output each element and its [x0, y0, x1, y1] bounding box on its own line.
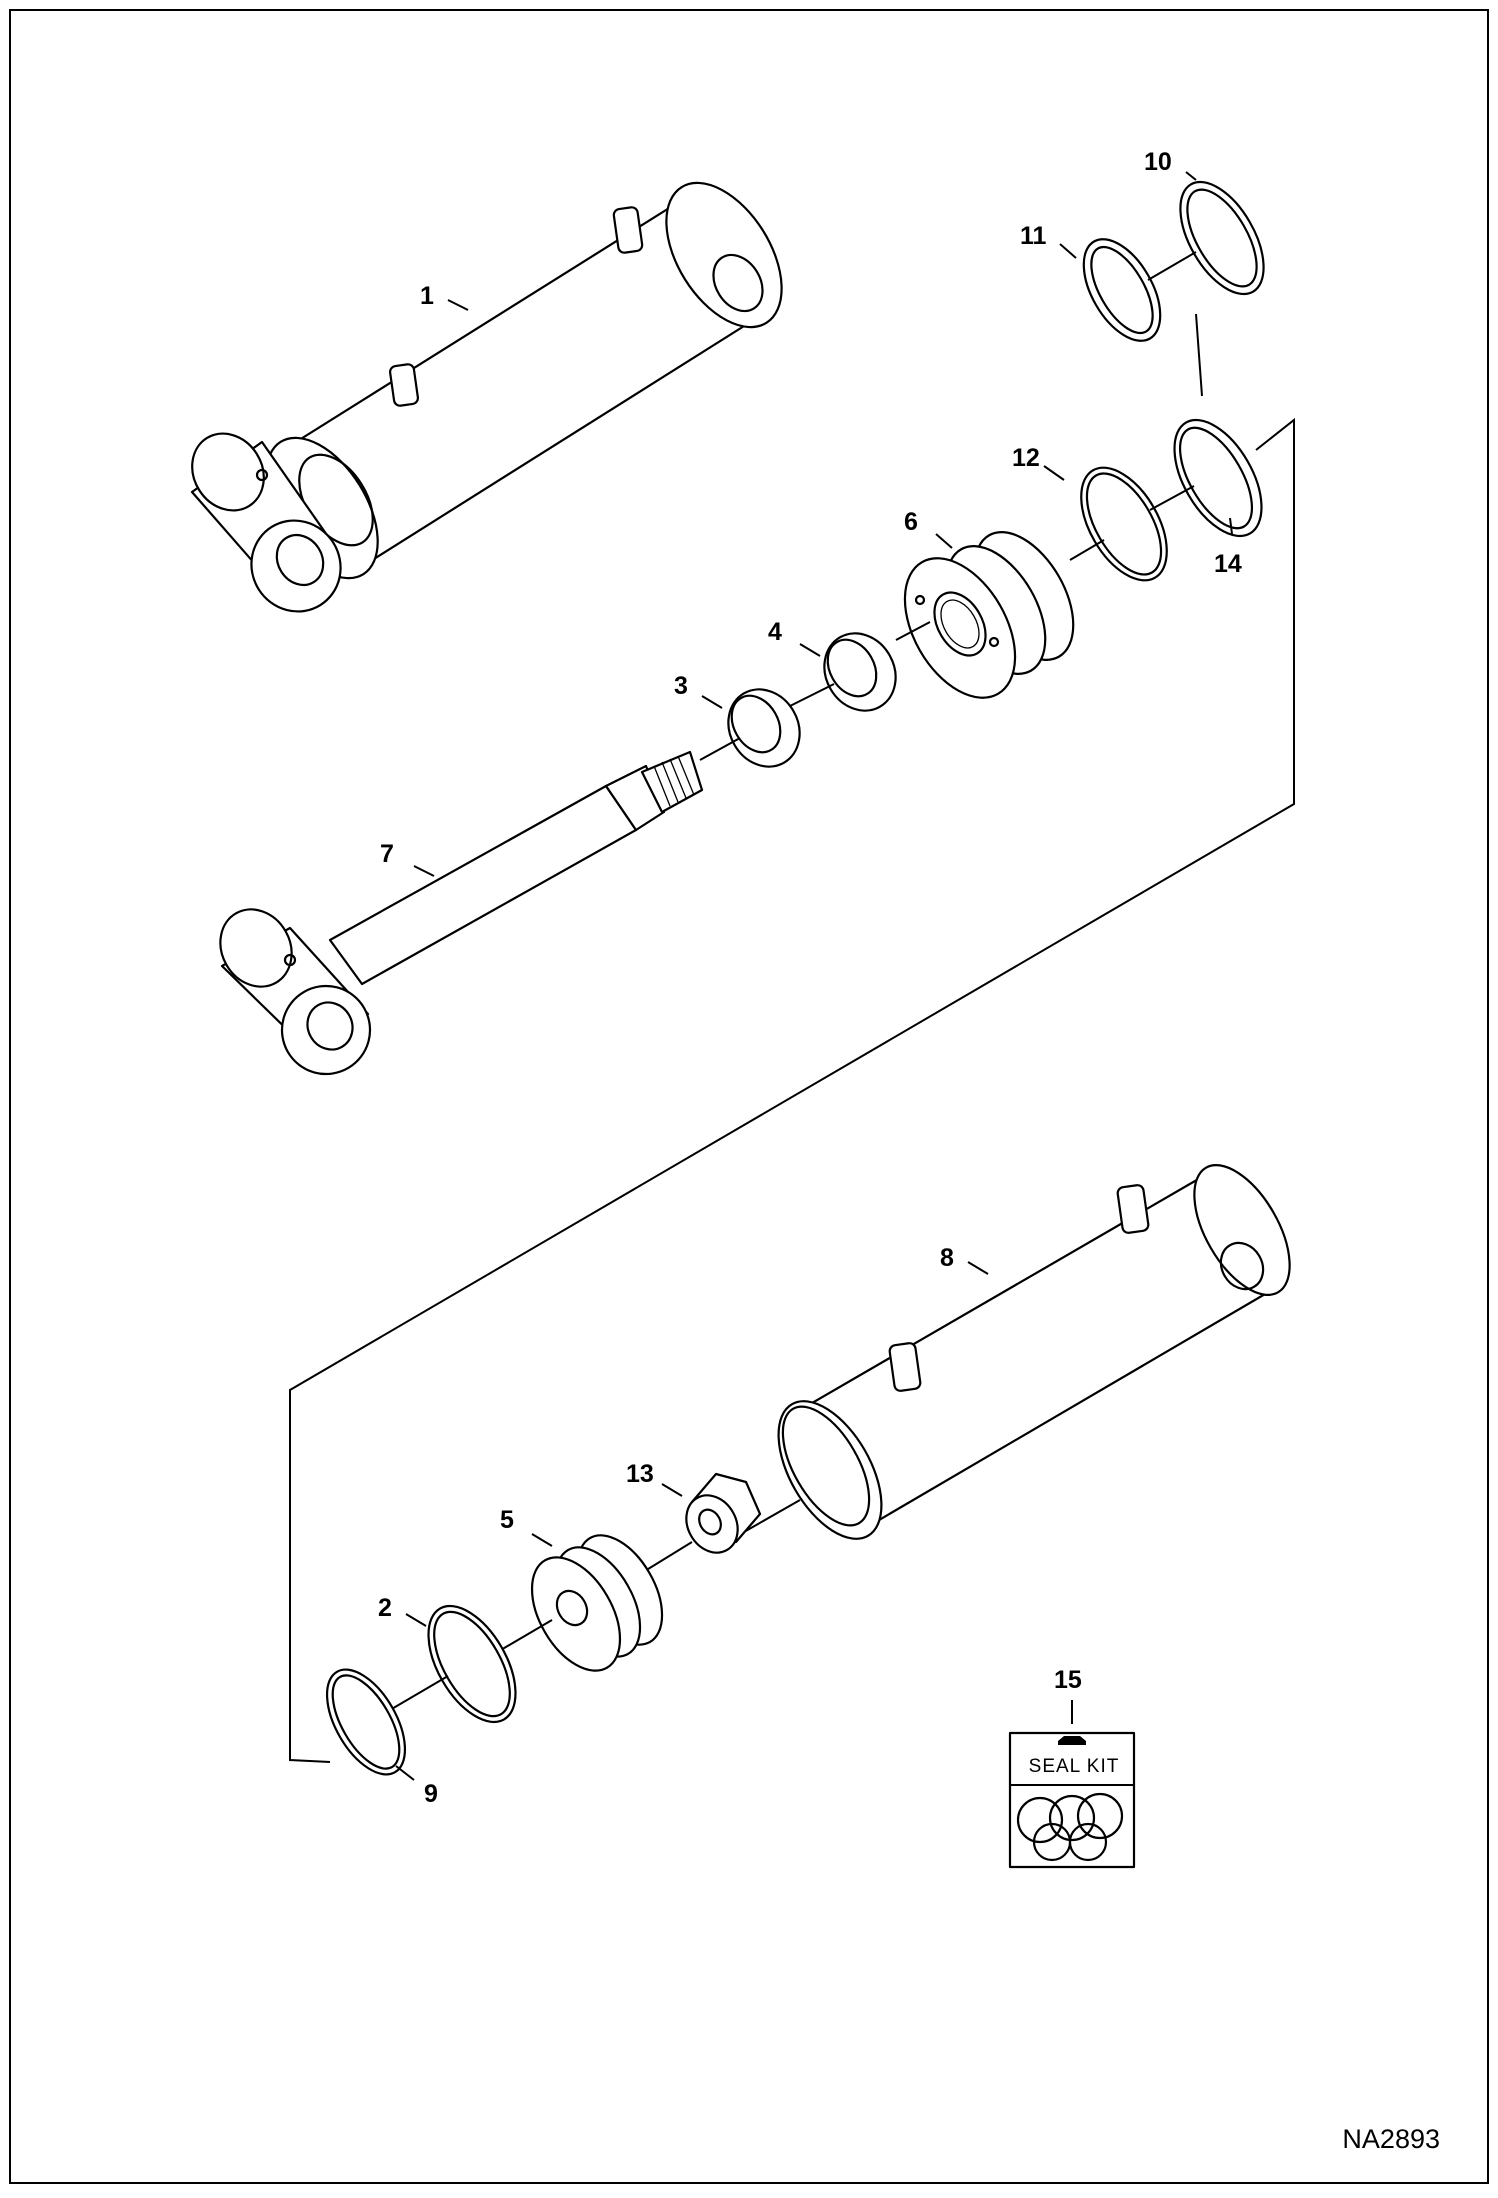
callout-leaders: [395, 171, 1233, 1781]
seal-4-icon: [823, 632, 897, 712]
seal-ring-10-icon: [1179, 180, 1265, 296]
seal-kit-label: SEAL KIT: [1029, 1756, 1120, 1777]
seal-ring-12-icon: [1080, 466, 1168, 582]
page-border: [9, 9, 1489, 2184]
hex-nut-icon: [685, 1472, 762, 1554]
callout-4: 4: [768, 618, 782, 646]
seal-ring-2-icon: [427, 1604, 517, 1724]
seal-kit-icon: [1008, 1731, 1136, 1869]
callout-1: 1: [420, 282, 434, 310]
seal-ring-9-icon: [325, 1668, 407, 1776]
callout-13: 13: [626, 1460, 654, 1488]
seal-3-icon: [727, 688, 801, 768]
callout-8: 8: [940, 1244, 954, 1272]
callout-3: 3: [674, 672, 688, 700]
piston-icon: [530, 1534, 664, 1672]
seal-ring-14-icon: [1173, 418, 1263, 538]
gland-icon: [903, 531, 1075, 699]
cylinder-barrel-icon: [777, 1164, 1291, 1540]
callout-12: 12: [1012, 444, 1040, 472]
callout-10: 10: [1144, 148, 1172, 176]
callout-2: 2: [378, 1594, 392, 1622]
cylinder-assembly-icon: [190, 181, 783, 613]
callout-9: 9: [424, 1780, 438, 1808]
callout-15: 15: [1054, 1666, 1082, 1694]
callout-5: 5: [500, 1506, 514, 1534]
callout-6: 6: [904, 508, 918, 536]
assembly-bracket-line: [289, 417, 1295, 1763]
seal-ring-11-icon: [1082, 238, 1162, 342]
callout-7: 7: [380, 840, 394, 868]
callout-11: 11: [1020, 222, 1047, 250]
cylinder-rod-icon: [219, 750, 704, 1076]
drawing-code: NA2893: [1342, 2124, 1440, 2154]
callout-14: 14: [1214, 550, 1242, 578]
